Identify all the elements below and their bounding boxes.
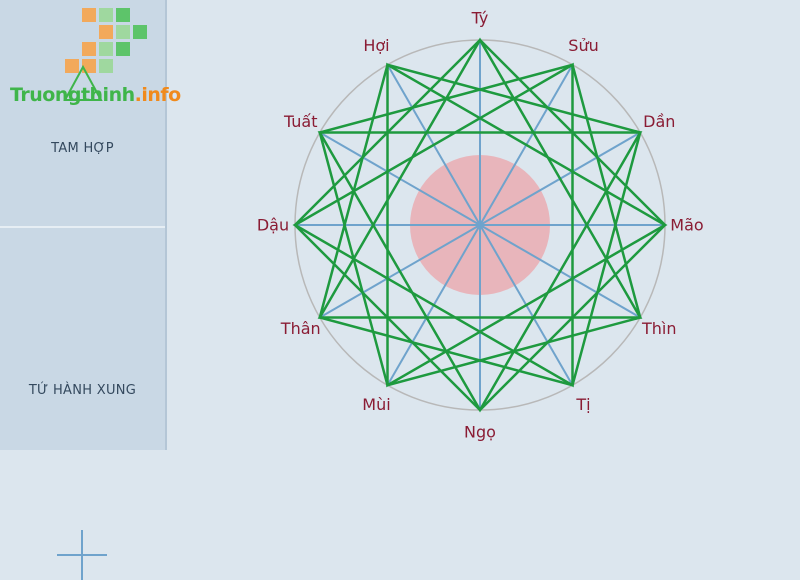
branch-label-1: Sửu [568, 36, 598, 55]
branch-label-0: Tý [471, 9, 489, 28]
logo-text-suffix: .info [134, 84, 182, 106]
branch-label-6: Ngọ [464, 423, 496, 442]
branch-label-4: Thìn [641, 319, 677, 338]
tam-hop-triangle-0 [317, 37, 643, 319]
polygons [292, 37, 668, 413]
tam-hop-triangle-1 [292, 62, 574, 388]
logo-mark-icon [63, 8, 147, 101]
branch-label-11: Hợi [363, 36, 389, 55]
tu-hanh-xung-square-1 [318, 63, 642, 387]
branch-label-7: Mùi [362, 395, 390, 414]
tam-hop-panel[interactable]: Truongthinh.info TAM HỢP [0, 0, 181, 224]
tu-hanh-xung-square-0 [293, 38, 667, 412]
logo-text-main: Truongthinh [10, 84, 135, 106]
plus-icon [57, 530, 107, 580]
tam-hop-triangle-3 [386, 62, 668, 388]
branch-label-2: Dần [643, 112, 675, 131]
branch-label-10: Tuất [283, 112, 318, 131]
tu-hanh-xung-panel[interactable]: TỨ HÀNH XUNG [0, 226, 165, 580]
tu-hanh-xung-label: TỨ HÀNH XUNG [28, 383, 137, 398]
logo: Truongthinh.info [0, 0, 181, 130]
spokes [295, 40, 665, 410]
triangle-icon [63, 64, 103, 101]
sidebar: Truongthinh.info TAM HỢP TỨ HÀNH XUNG [0, 0, 181, 580]
branch-label-5: Tị [575, 395, 590, 414]
logo-text: Truongthinh.info [10, 84, 181, 106]
branch-label-3: Mão [670, 216, 703, 235]
tu-hanh-xung-square-2 [318, 63, 642, 387]
tam-hop-label: TAM HỢP [51, 141, 114, 156]
branch-label-9: Dậu [257, 216, 289, 235]
tam-hop-triangle-2 [317, 131, 643, 413]
branch-label-8: Thân [280, 319, 321, 338]
